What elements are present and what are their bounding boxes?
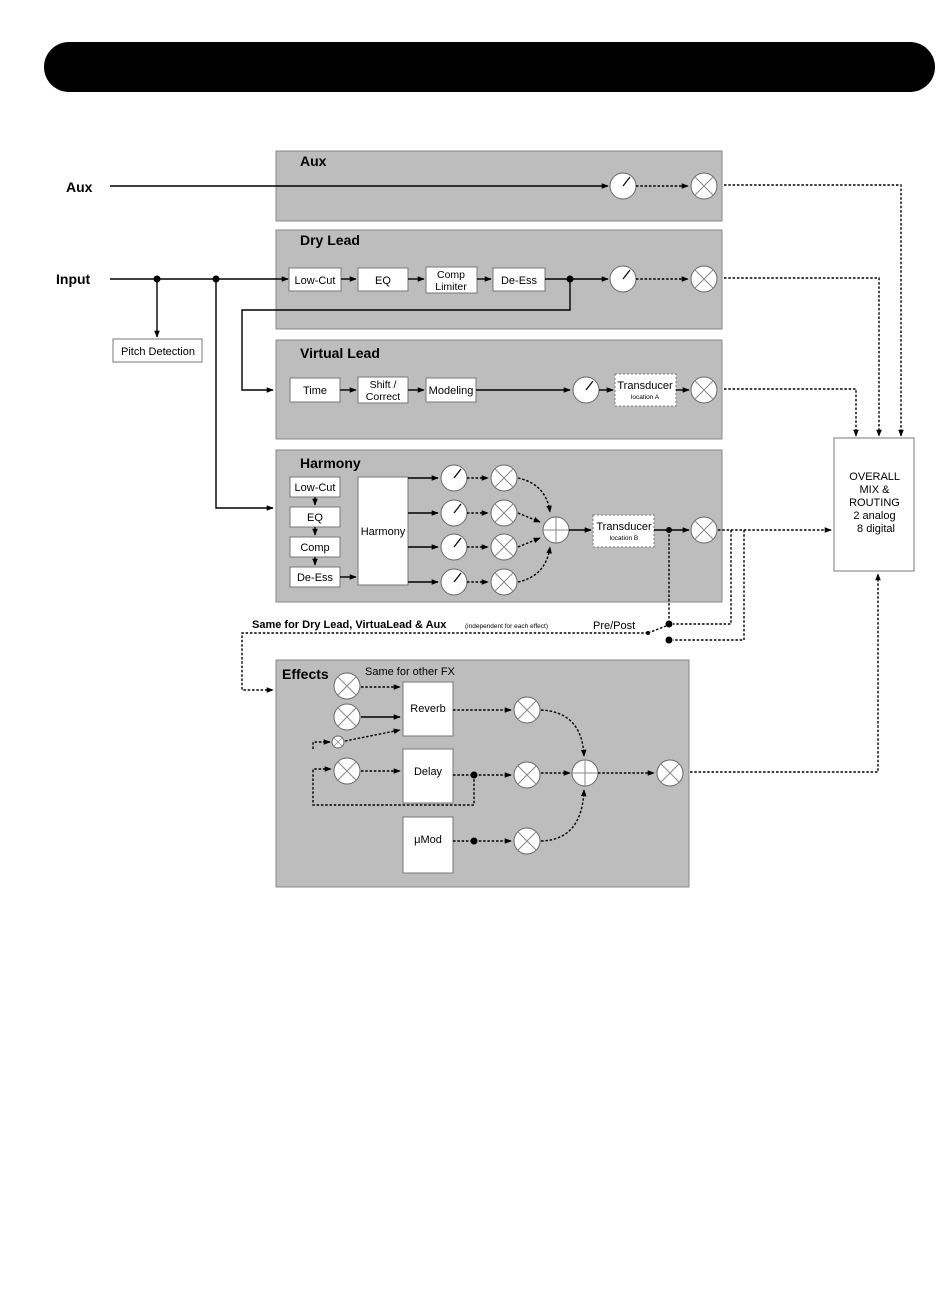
vl-modeling-block <box>425 377 477 403</box>
vl-time-label: Time <box>303 385 327 397</box>
aux-title: Aux <box>300 153 327 169</box>
header-bar <box>44 42 935 92</box>
effects-title: Effects <box>282 666 329 682</box>
dry-comp-limiter-block <box>425 266 478 294</box>
effects-note: Same for other FX <box>365 666 456 678</box>
harmony-voices <box>408 464 552 596</box>
pre-post-label: Pre/Post <box>593 620 635 632</box>
harm-transducer-sub: location B <box>610 535 639 542</box>
dry-eq-label: EQ <box>375 275 391 287</box>
overall-mix-label: OVERALL MIX & ROUTING 2 analog 8 digital <box>849 471 903 535</box>
virtual-lead-title: Virtual Lead <box>300 345 380 361</box>
harm-comp-label: Comp <box>300 542 329 554</box>
dry-lowcut-label: Low-Cut <box>295 275 336 287</box>
harm-eq-label: EQ <box>307 512 323 524</box>
aux-input-label: Aux <box>66 179 93 195</box>
vl-transducer-label: Transducer <box>617 380 673 392</box>
fx-reverb-block <box>402 681 454 737</box>
fx-umod-label: μMod <box>414 834 442 846</box>
fx-delay-block <box>402 748 454 804</box>
harm-deess-label: De-Ess <box>297 572 334 584</box>
fx-umod-block <box>402 816 454 874</box>
harm-lowcut-label: Low-Cut <box>295 482 336 494</box>
dry-deess-label: De-Ess <box>501 275 538 287</box>
vl-modeling-label: Modeling <box>429 385 474 397</box>
vl-shift-correct-label: Shift /Correct <box>366 379 401 403</box>
harmony-engine-block <box>357 476 409 586</box>
harm-transducer-block <box>592 514 655 548</box>
harm-transducer-label: Transducer <box>596 521 652 533</box>
overall-mix-routing-box <box>833 437 915 572</box>
dry-lead-title: Dry Lead <box>300 232 360 248</box>
fx-delay-label: Delay <box>414 766 443 778</box>
same-for-note: Same for Dry Lead, VirtuaLead & Aux <box>252 619 447 631</box>
fx-reverb-label: Reverb <box>410 703 445 715</box>
pitch-detection-label: Pitch Detection <box>121 346 195 358</box>
input-label: Input <box>56 271 91 287</box>
harmony-title: Harmony <box>300 455 361 471</box>
vl-transducer-sub: location A <box>631 394 660 401</box>
same-for-note-small: (independent for each effect) <box>465 623 548 630</box>
harmony-engine-label: Harmony <box>361 526 406 538</box>
